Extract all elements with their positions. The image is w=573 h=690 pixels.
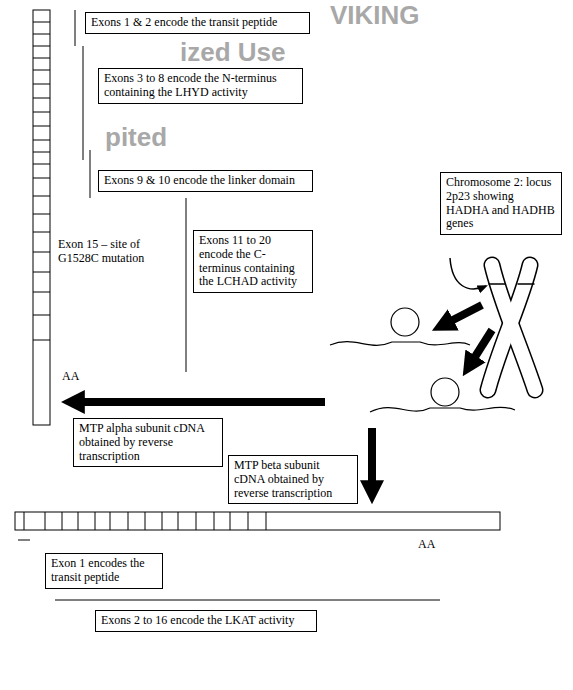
box-text: Exons 2 to 16 encode the LKAT activity bbox=[101, 614, 311, 628]
box-text: Exon 1 encodes the transit peptide bbox=[51, 557, 157, 585]
watermark: VIKING bbox=[330, 2, 420, 28]
box-text: Exons 9 & 10 encode the linker domain bbox=[104, 174, 307, 188]
alpha-cdna-bar bbox=[33, 10, 50, 425]
text-box: Exon 1 encodes the transit peptide bbox=[45, 553, 163, 589]
box-text: Chromosome 2: locus 2p23 showing HADHA a… bbox=[446, 176, 556, 231]
exon-bracket bbox=[18, 540, 440, 600]
mrna-symbol bbox=[330, 308, 515, 412]
text-box: Exons 3 to 8 encode the N-terminus conta… bbox=[98, 68, 303, 104]
watermark: pited bbox=[105, 124, 167, 150]
box-text: Exons 11 to 20 encode the C-terminus con… bbox=[199, 234, 307, 289]
chromosome-symbol bbox=[488, 265, 535, 390]
beta-cdna-bar bbox=[15, 512, 500, 530]
curved-arrow bbox=[450, 258, 486, 289]
box-text: MTP beta subunit cDNA obtained by revers… bbox=[234, 459, 352, 500]
watermark: ized Use bbox=[180, 39, 286, 65]
mutation-note: Exon 15 – site of G1528C mutation bbox=[58, 238, 176, 266]
polya-label: AA bbox=[62, 370, 79, 384]
text-box: Exons 11 to 20 encode the C-terminus con… bbox=[193, 230, 313, 293]
text-box: Exons 2 to 16 encode the LKAT activity bbox=[95, 610, 317, 632]
polya-label: AA bbox=[418, 538, 435, 552]
text-box: MTP beta subunit cDNA obtained by revers… bbox=[228, 455, 358, 504]
text-box: Chromosome 2: locus 2p23 showing HADHA a… bbox=[440, 172, 562, 235]
text-box: MTP alpha subunit cDNA obtained by rever… bbox=[73, 418, 223, 467]
transcription-arrow bbox=[449, 305, 492, 360]
box-text: Exons 3 to 8 encode the N-terminus conta… bbox=[104, 72, 297, 100]
box-text: Exons 1 & 2 encode the transit peptide bbox=[91, 16, 304, 30]
box-text: MTP alpha subunit cDNA obtained by rever… bbox=[79, 422, 217, 463]
text-box: Exons 1 & 2 encode the transit peptide bbox=[85, 12, 310, 34]
text-box: Exons 9 & 10 encode the linker domain bbox=[98, 170, 313, 192]
